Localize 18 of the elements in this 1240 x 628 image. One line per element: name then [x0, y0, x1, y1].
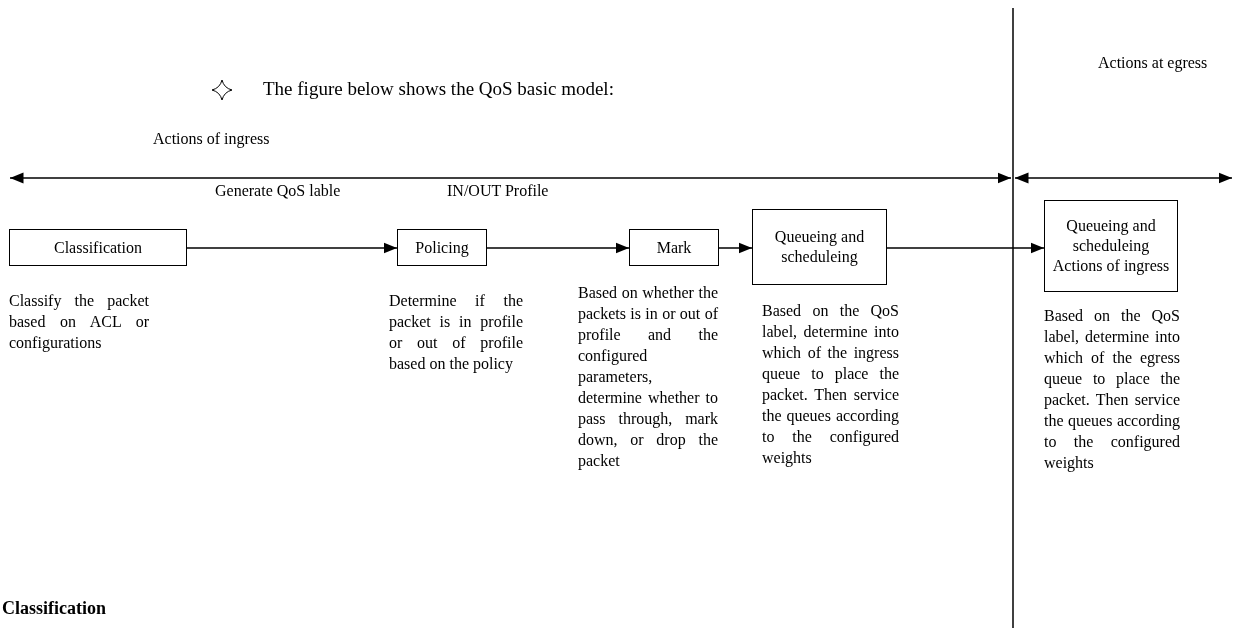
edge-label: Generate QoS lable [215, 182, 341, 200]
description-text: Determine if the packet is in profile or out of profile based on the policy [389, 291, 523, 374]
process-box: Mark [629, 229, 719, 266]
process-box: Classification [9, 229, 187, 266]
arrow [886, 242, 1045, 254]
description-text: Based on whether the packets is in or out of profile and the configured parameters, determine whether to pass through, mark down, or drop the packet [578, 283, 718, 471]
text-label: Actions at egress [1098, 54, 1208, 72]
process-box: Queueing and scheduleing [752, 209, 887, 285]
description-text: Classify the packet based on ACL or configurations [9, 291, 149, 353]
title: The figure below shows the QoS basic model: [263, 78, 614, 100]
text-label: Actions of ingress [153, 130, 270, 148]
process-box: Policing [397, 229, 487, 266]
arrow [186, 242, 398, 254]
description-text: Based on the QoS label, determine into which of the ingress queue to place the packet. Then service the queues according to the configured weights [762, 301, 899, 468]
arrow [718, 242, 753, 254]
process-box: Queueing and scheduleing Actions of ingress [1044, 200, 1178, 292]
description-text: Based on the QoS label, determine into which of the egress queue to place the packet. Then service the queues according to the configured weights [1044, 306, 1180, 473]
arrow [486, 242, 630, 254]
